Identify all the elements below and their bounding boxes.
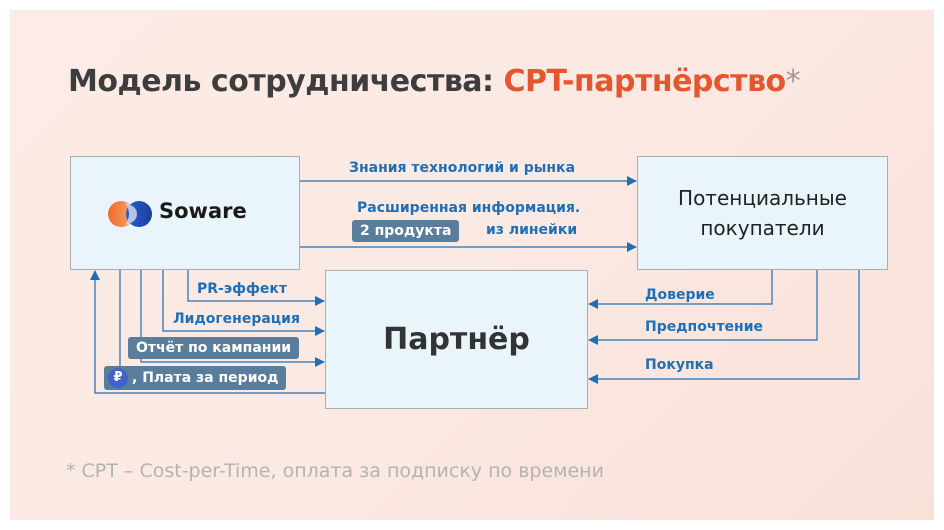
title-main: Модель сотрудничества: xyxy=(68,64,504,99)
pill-payment: ₽, Плата за период xyxy=(104,366,287,390)
soware-logo-text: Soware xyxy=(159,199,247,223)
arrow-campaign-report xyxy=(140,270,325,367)
arrow-purchase xyxy=(588,270,860,384)
pill-campaign-report: Отчёт по кампании xyxy=(128,337,300,359)
arrow-pr-effect xyxy=(187,270,325,306)
label-tech-knowledge: Знания технологий и рынка xyxy=(349,160,576,176)
arrow-preference xyxy=(588,270,818,345)
label-extended-info: Расширенная информация. xyxy=(357,200,581,216)
label-from-line: из линейки xyxy=(486,222,578,238)
soware-logo-icon xyxy=(108,201,152,227)
ruble-icon: ₽ xyxy=(108,368,128,388)
label-lead-gen: Лидогенерация xyxy=(173,311,300,327)
arrow-lead-gen xyxy=(162,270,325,336)
arrow-payment-branch xyxy=(105,270,121,379)
title-accent: CPT-партнёрство xyxy=(503,64,787,99)
label-preference: Предпочтение xyxy=(645,319,764,335)
partner-box: Партнёр xyxy=(325,270,588,409)
label-trust: Доверие xyxy=(645,287,715,303)
soware-box: Soware xyxy=(70,156,300,270)
page-title: Модель сотрудничества: CPT-партнёрство* xyxy=(68,64,801,99)
label-payment: , Плата за период xyxy=(132,370,279,386)
potential-buyers-label: Потенциальные покупатели xyxy=(678,186,847,240)
footnote: * CPT – Cost-per-Time, оплата за подписк… xyxy=(66,460,604,482)
title-asterisk: * xyxy=(785,64,801,99)
arrow-trust xyxy=(588,270,773,309)
partner-label: Партнёр xyxy=(383,322,530,357)
potential-buyers-box: Потенциальные покупатели xyxy=(637,156,888,270)
arrow-payment xyxy=(90,270,325,394)
pill-two-products: 2 продукта xyxy=(352,220,460,242)
label-purchase: Покупка xyxy=(645,357,714,373)
label-pr-effect: PR-эффект xyxy=(197,281,288,297)
